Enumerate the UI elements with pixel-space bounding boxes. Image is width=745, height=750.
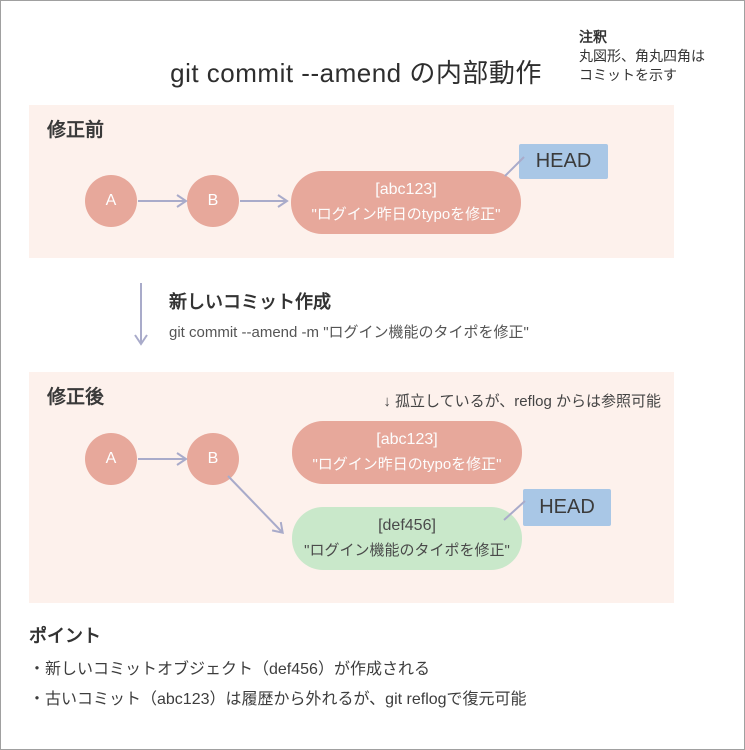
after-new-commit-message: "ログイン機能のタイポを修正": [304, 542, 510, 559]
point-item-2: ・古いコミット（abc123）は履歴から外れるが、git reflogで復元可能: [29, 691, 527, 708]
after-old-commit-abc123: [abc123] "ログイン昨日のtypoを修正": [292, 421, 522, 484]
orphan-note: ↓ 孤立しているが、reflog からは参照可能: [383, 393, 661, 410]
before-commit-node-b: B: [187, 175, 239, 227]
after-old-commit-message: "ログイン昨日のtypoを修正": [312, 456, 502, 473]
legend-line-2: コミットを示す: [579, 67, 677, 83]
after-new-commit-def456: [def456] "ログイン機能のタイポを修正": [292, 507, 522, 570]
page-title: git commit --amend の内部動作: [170, 58, 542, 88]
transition-command: git commit --amend -m "ログイン機能のタイポを修正": [169, 324, 529, 341]
before-commit-hash: [abc123]: [375, 181, 437, 198]
transition-label: 新しいコミット作成: [169, 292, 331, 312]
after-heading: 修正後: [47, 387, 105, 408]
after-commit-node-b: B: [187, 433, 239, 485]
before-head-badge: HEAD: [519, 144, 608, 179]
after-old-commit-hash: [abc123]: [376, 431, 438, 448]
after-commit-node-a: A: [85, 433, 137, 485]
after-head-badge: HEAD: [523, 489, 611, 526]
legend-heading: 注釈: [579, 29, 607, 45]
before-commit-abc123: [abc123] "ログイン昨日のtypoを修正": [291, 171, 521, 234]
points-heading: ポイント: [29, 626, 101, 646]
before-heading: 修正前: [47, 120, 105, 141]
before-commit-node-a: A: [85, 175, 137, 227]
after-new-commit-hash: [def456]: [378, 517, 436, 534]
before-commit-message: "ログイン昨日のtypoを修正": [311, 206, 501, 223]
legend-note: 注釈 丸図形、角丸四角は コミットを示す: [579, 28, 739, 85]
legend-line-1: 丸図形、角丸四角は: [579, 48, 705, 64]
point-item-1: ・新しいコミットオブジェクト（def456）が作成される: [29, 661, 430, 678]
